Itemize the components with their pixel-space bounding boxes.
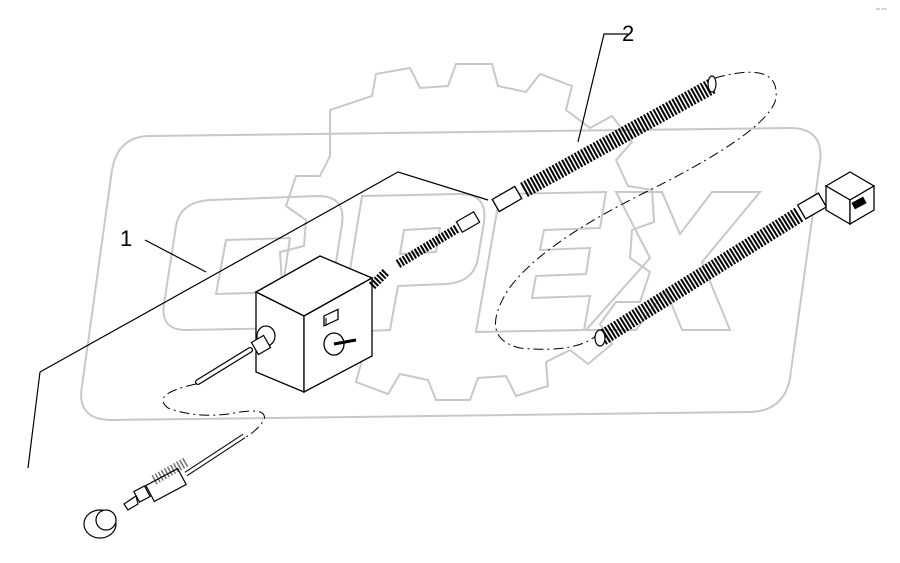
logo-badge	[80, 126, 822, 422]
hose-lower-fitting	[796, 192, 828, 220]
sensor-probe	[83, 433, 246, 539]
probe-grip	[145, 467, 187, 503]
spring-end-fitting	[455, 210, 481, 234]
hose-upper-fitting	[491, 185, 523, 213]
callout-leaders	[27, 33, 628, 469]
hose-lower	[594, 192, 828, 347]
knob-shaft	[333, 338, 357, 346]
hose-upper-coil	[520, 78, 716, 198]
bracket-line-1	[39, 171, 489, 373]
hose-lower-coil	[597, 207, 805, 345]
callout-1: 1	[120, 226, 132, 251]
leader-line-1	[144, 239, 207, 273]
hose-continuation-dashed	[495, 71, 777, 350]
logo-letter-p	[338, 192, 486, 334]
hose-upper-end	[707, 75, 717, 93]
cable-continuation-dashed	[162, 383, 265, 439]
logo-letter-e	[474, 190, 608, 334]
switch-indicator	[323, 308, 339, 327]
hose-upper	[491, 75, 717, 213]
corner-mark: ᵃᵇ ᵒᵒᵒ	[876, 7, 887, 13]
dashed-connectors	[162, 71, 777, 439]
short-springs	[368, 210, 481, 290]
spring-segment-middle	[395, 224, 461, 268]
spring-stub-box	[368, 268, 390, 290]
leader-line-2	[577, 33, 628, 143]
logo-letter-x	[583, 191, 763, 331]
watermark-logo	[80, 63, 822, 422]
connector-screw	[851, 196, 867, 210]
bracket-line-1-lower	[27, 371, 41, 469]
callout-2: 2	[622, 21, 634, 46]
angle-connector	[824, 171, 876, 226]
cable-gland	[195, 325, 276, 385]
control-box	[254, 255, 374, 394]
hose-lower-end	[594, 329, 606, 347]
probe-tip	[123, 495, 139, 511]
